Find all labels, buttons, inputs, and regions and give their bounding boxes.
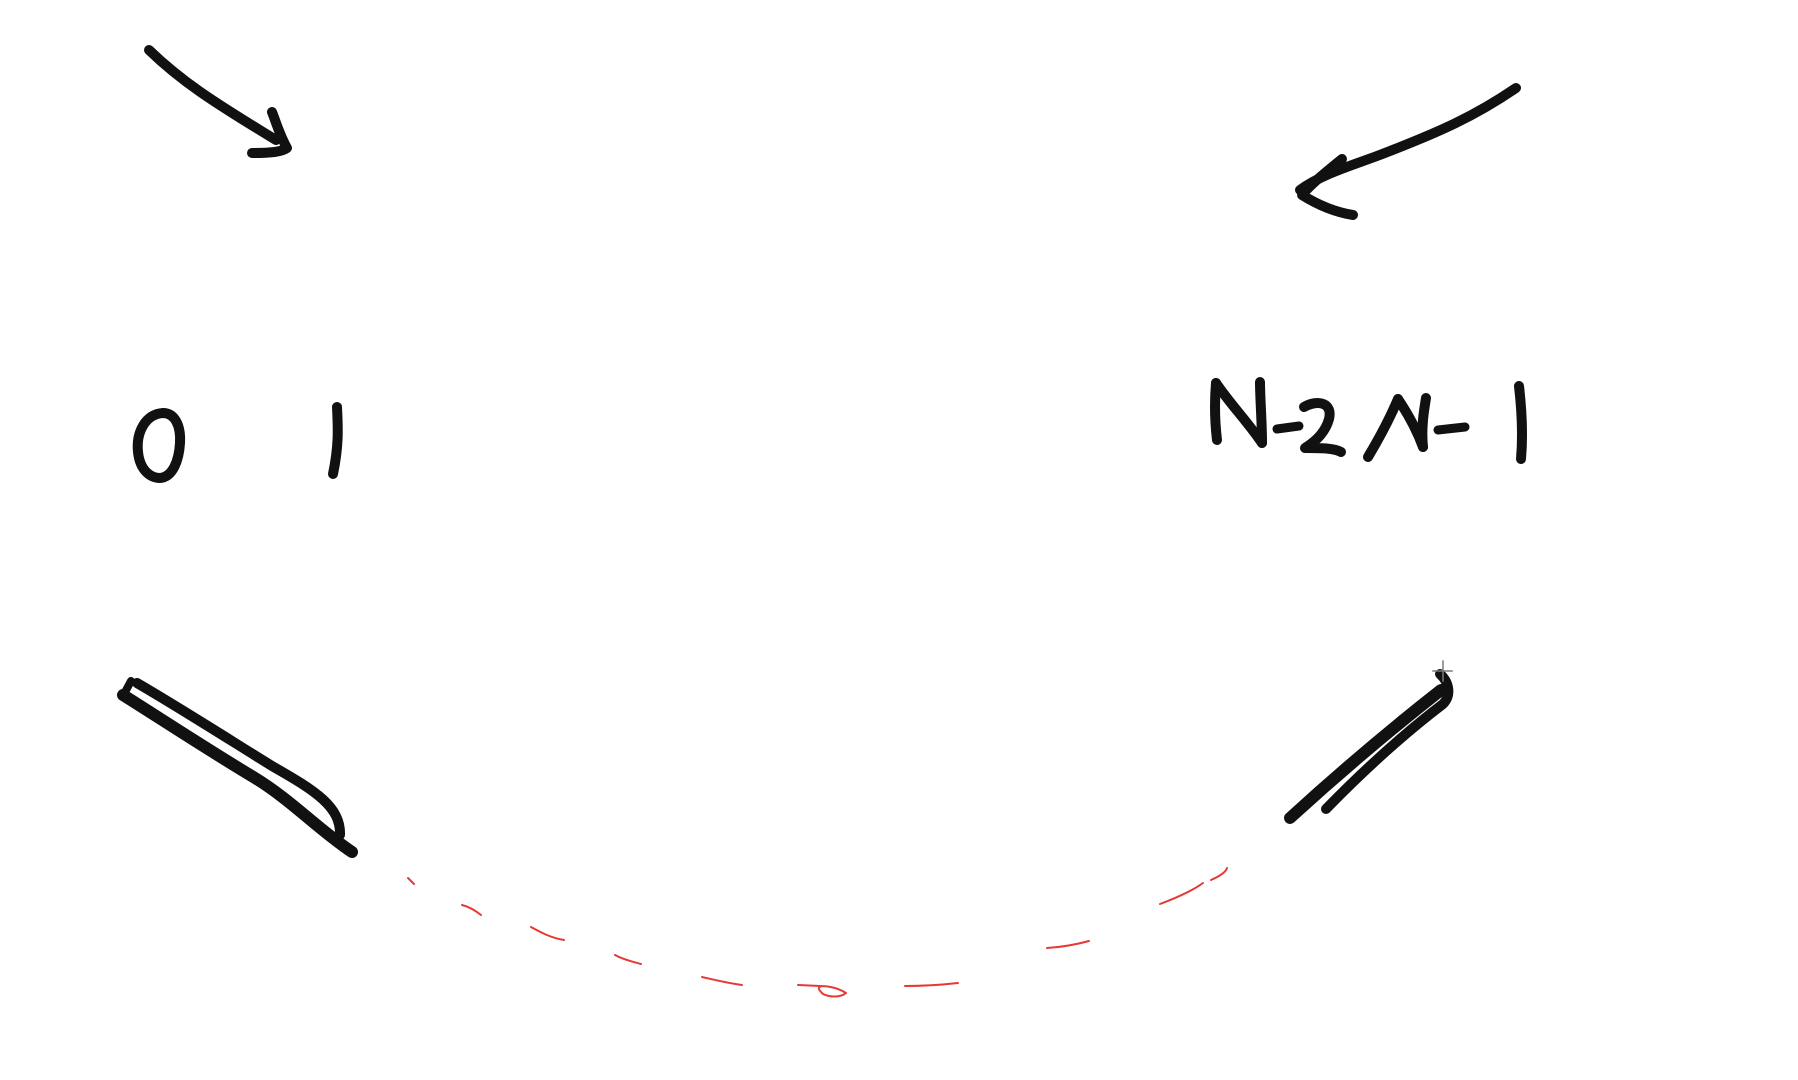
crosshair-cursor-icon	[1432, 660, 1453, 682]
handwritten-n-minus-one	[1363, 381, 1528, 464]
top-right-arrow-icon	[1295, 83, 1521, 220]
top-left-arrow-icon	[144, 45, 292, 158]
right-bottom-stroke	[1284, 669, 1454, 824]
handwritten-n-minus-two	[1210, 377, 1346, 457]
handwritten-zero	[132, 408, 186, 483]
red-dashed-curve	[407, 867, 1228, 998]
handwritten-one	[328, 402, 343, 479]
left-bottom-stroke	[117, 677, 358, 858]
